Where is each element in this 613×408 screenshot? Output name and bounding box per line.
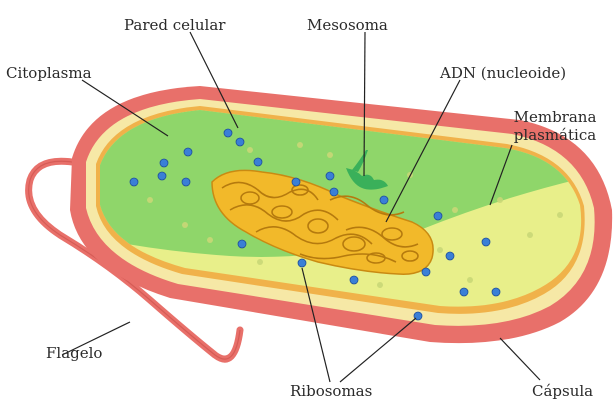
label-capsula: Cápsula: [532, 382, 593, 400]
label-ribosomas: Ribosomas: [290, 382, 372, 400]
label-adn-nucleoide: ADN (nucleoide): [440, 64, 566, 82]
label-membrana-line2: plasmática: [500, 126, 610, 144]
label-citoplasma: Citoplasma: [6, 64, 92, 82]
label-membrana-line1: Membrana: [500, 108, 610, 126]
label-mesosoma: Mesosoma: [307, 16, 388, 34]
label-pared-celular: Pared celular: [124, 16, 225, 34]
label-membrana-plasmatica: Membrana plasmática: [500, 108, 610, 144]
label-flagelo: Flagelo: [46, 344, 102, 362]
